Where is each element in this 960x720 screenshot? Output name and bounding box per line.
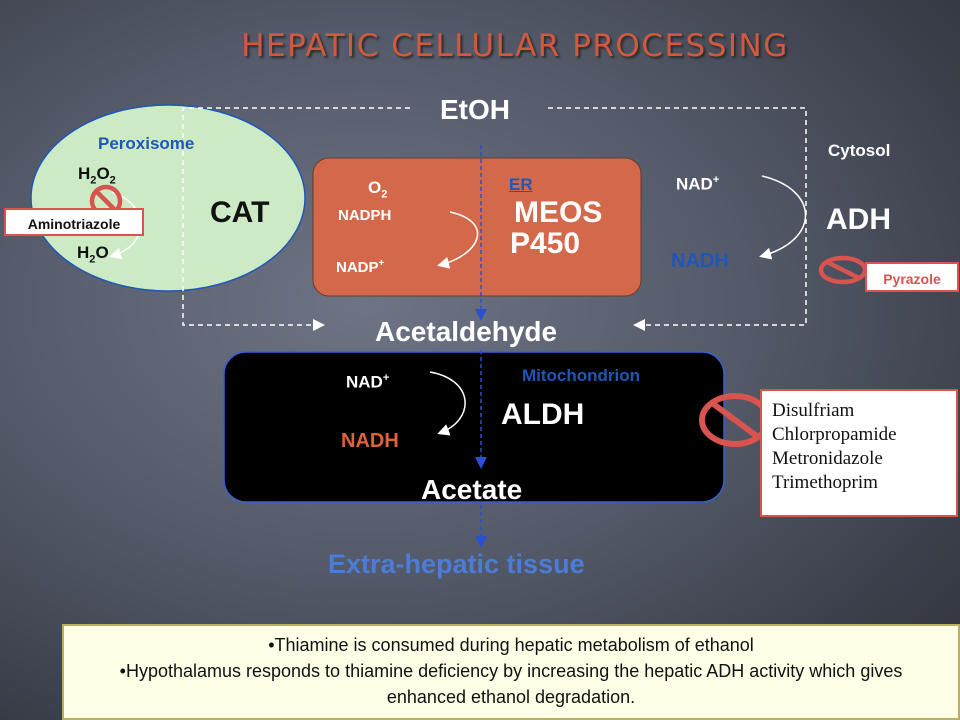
p450-enzyme-label: P450: [510, 227, 581, 260]
pyrazole-prohibit-icon: [818, 255, 868, 285]
slide-title: HEPATIC CELLULAR PROCESSING: [241, 28, 789, 64]
er-shape: [312, 157, 642, 297]
aminotriazole-inhibitor-box: Aminotriazole: [4, 208, 144, 236]
peroxisome-label: Peroxisome: [98, 134, 195, 153]
cytosol-curve-arrow: [759, 175, 807, 260]
note-item: •Thiamine is consumed during hepatic met…: [268, 635, 754, 655]
cytosol-nadh-label: NADH: [671, 250, 729, 272]
etoh-label: EtOH: [440, 94, 510, 125]
peroxisome-shape: [30, 104, 306, 292]
er-label: ER: [509, 175, 533, 194]
note-item: •Hypothalamus responds to thiamine defic…: [119, 661, 903, 707]
o2-formula: O2: [368, 178, 388, 201]
mito-nad-label: NAD+: [346, 372, 390, 392]
aldh-enzyme-label: ALDH: [501, 398, 585, 431]
inhibitor-item: Disulfriam: [772, 400, 855, 421]
aldh-inhibitors-box: Disulfriam Chlorpropamide Metronidazole …: [760, 389, 958, 517]
acetate-label: Acetate: [421, 474, 523, 505]
etoh-to-cytosol-dashed: [548, 107, 807, 331]
inhibitor-item: Trimethoprim: [772, 472, 878, 493]
adh-enzyme-label: ADH: [826, 203, 891, 236]
pyrazole-inhibitor-box: Pyrazole: [865, 262, 959, 292]
cytosol-label: Cytosol: [828, 141, 891, 160]
cat-enzyme-label: CAT: [210, 196, 270, 229]
meos-enzyme-label: MEOS: [514, 196, 603, 229]
acetaldehyde-label: Acetaldehyde: [375, 316, 558, 347]
inhibitor-item: Chlorpropamide: [772, 424, 897, 445]
h2o-formula: H2O: [77, 243, 109, 266]
mito-nadh-label: NADH: [341, 430, 399, 452]
notes-box: •Thiamine is consumed during hepatic met…: [62, 624, 960, 720]
er-curve-arrow: [437, 211, 479, 269]
nadp-label: NADP+: [336, 258, 385, 276]
nadph-label: NADPH: [338, 207, 392, 224]
mito-curve-arrow: [429, 371, 466, 436]
extra-hepatic-label: Extra-hepatic tissue: [328, 549, 585, 579]
inhibitor-item: Metronidazole: [772, 448, 883, 469]
mitochondrion-label: Mitochondrion: [522, 366, 641, 385]
mitochondrion-shape: [223, 351, 725, 503]
h2o2-formula: H2O2: [78, 164, 116, 187]
cytosol-nad-label: NAD+: [676, 174, 720, 194]
etoh-to-peroxisome-dashed: [182, 107, 410, 331]
